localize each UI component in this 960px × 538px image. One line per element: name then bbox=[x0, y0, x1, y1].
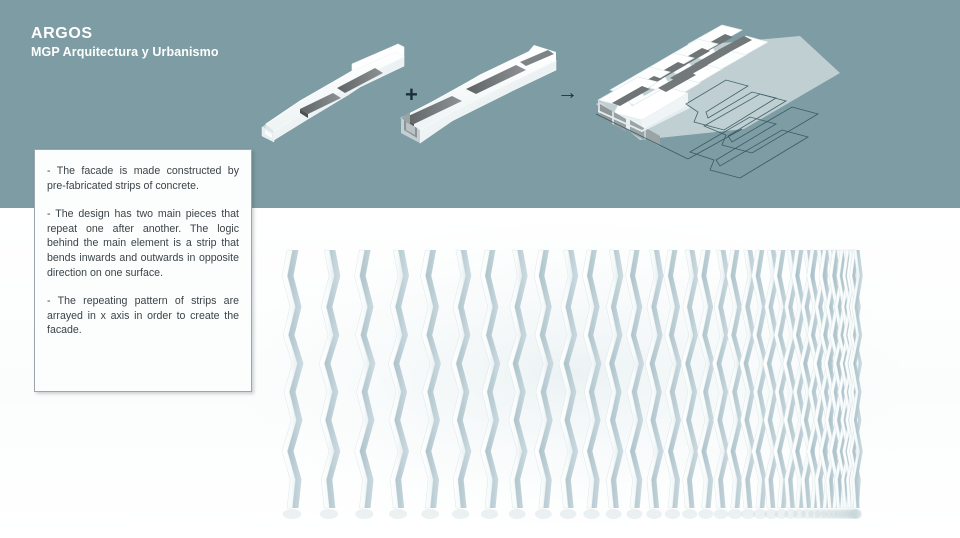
bent-strip-piece-b bbox=[400, 45, 558, 144]
strip-shadow bbox=[851, 509, 862, 519]
wireframe-outline bbox=[595, 79, 820, 179]
strip-shadow bbox=[808, 509, 821, 519]
facade-strip bbox=[680, 249, 695, 509]
facade-strip bbox=[850, 249, 860, 509]
facade-strip bbox=[354, 249, 370, 509]
facade-strip bbox=[697, 249, 711, 509]
strip-shadow bbox=[740, 509, 756, 519]
description-paragraph-1: - The facade is made constructed by pre-… bbox=[47, 165, 239, 192]
facade-strip bbox=[762, 249, 776, 509]
assembly-diagram bbox=[261, 24, 840, 179]
facade-strip bbox=[818, 249, 831, 509]
strip-shadow bbox=[282, 509, 302, 519]
facade-strip bbox=[388, 249, 404, 509]
strip-shadow bbox=[800, 509, 814, 519]
strip-shadow bbox=[534, 509, 552, 519]
facade-strip bbox=[739, 249, 753, 509]
facade-strip bbox=[663, 249, 677, 509]
facade-strip bbox=[799, 249, 812, 509]
strip-shadow bbox=[698, 509, 714, 519]
facade-strip bbox=[806, 249, 819, 509]
assembled-panel-array bbox=[595, 24, 840, 179]
strip-shadow bbox=[764, 509, 779, 519]
facade-strip bbox=[281, 249, 298, 509]
facade-strip bbox=[782, 249, 795, 509]
description-panel: - The facade is made constructed by pre-… bbox=[34, 149, 252, 392]
strip-shadow bbox=[727, 509, 743, 519]
strip-shadow bbox=[774, 509, 789, 519]
strip-shadow bbox=[820, 509, 833, 519]
facade-strip bbox=[604, 249, 619, 509]
title-block: ARGOS MGP Arquitectura y Urbanismo bbox=[31, 24, 219, 60]
strip-shadow bbox=[793, 509, 807, 519]
strip-shadow bbox=[451, 509, 470, 519]
strip-shadow bbox=[834, 509, 847, 519]
description-paragraph-2: - The design has two main pieces that re… bbox=[47, 208, 239, 279]
strip-shadow bbox=[850, 509, 861, 519]
facade-strip bbox=[644, 249, 659, 509]
strip-shadow bbox=[713, 509, 729, 519]
strip-shadow bbox=[319, 509, 339, 519]
bent-strip-piece-a bbox=[261, 43, 405, 143]
strip-shadow bbox=[646, 509, 662, 519]
facade-strip bbox=[507, 249, 523, 509]
strip-shadow bbox=[480, 509, 499, 519]
facade-strip bbox=[712, 249, 726, 509]
strip-shadow bbox=[784, 509, 798, 519]
plus-icon: + bbox=[405, 82, 418, 107]
strip-shadow bbox=[846, 509, 858, 519]
facade-strip bbox=[773, 249, 786, 509]
strip-shadow bbox=[626, 509, 643, 519]
strip-shadow bbox=[838, 509, 850, 519]
facade-strip bbox=[318, 249, 335, 509]
strip-shadow bbox=[508, 509, 526, 519]
strip-shadow bbox=[388, 509, 407, 519]
strip-shadow bbox=[814, 509, 828, 519]
strip-shadow bbox=[830, 509, 843, 519]
strip-shadow bbox=[848, 509, 859, 519]
description-paragraph-3: - The repeating pattern of strips are ar… bbox=[47, 295, 239, 337]
company-name: ARGOS bbox=[31, 25, 93, 42]
strip-shadow bbox=[421, 509, 439, 519]
strip-shadow bbox=[605, 509, 622, 519]
strip-shadow bbox=[583, 509, 600, 519]
facade-strip bbox=[450, 249, 466, 509]
facade-strip bbox=[480, 249, 495, 509]
facade-strip bbox=[625, 249, 640, 509]
strip-shadow bbox=[841, 509, 853, 519]
facade-strip bbox=[726, 249, 740, 509]
strip-shadow bbox=[355, 509, 374, 519]
strip-shadow bbox=[825, 509, 838, 519]
facade-strip bbox=[558, 249, 573, 509]
facade-strip bbox=[791, 249, 804, 509]
strip-shadow bbox=[753, 509, 768, 519]
strip-shadow bbox=[664, 509, 681, 519]
facade-strip bbox=[533, 249, 549, 509]
strip-shadow bbox=[844, 509, 855, 519]
strip-array bbox=[281, 249, 863, 519]
arrow-right-icon: → bbox=[557, 81, 578, 104]
facade-strip bbox=[420, 249, 436, 509]
facade-strip bbox=[582, 249, 597, 509]
strip-shadow bbox=[682, 509, 698, 519]
company-subtitle: MGP Arquitectura y Urbanismo bbox=[31, 45, 219, 59]
strip-shadow bbox=[559, 509, 577, 519]
facade-strip bbox=[751, 249, 765, 509]
strip-shadow bbox=[852, 509, 863, 519]
